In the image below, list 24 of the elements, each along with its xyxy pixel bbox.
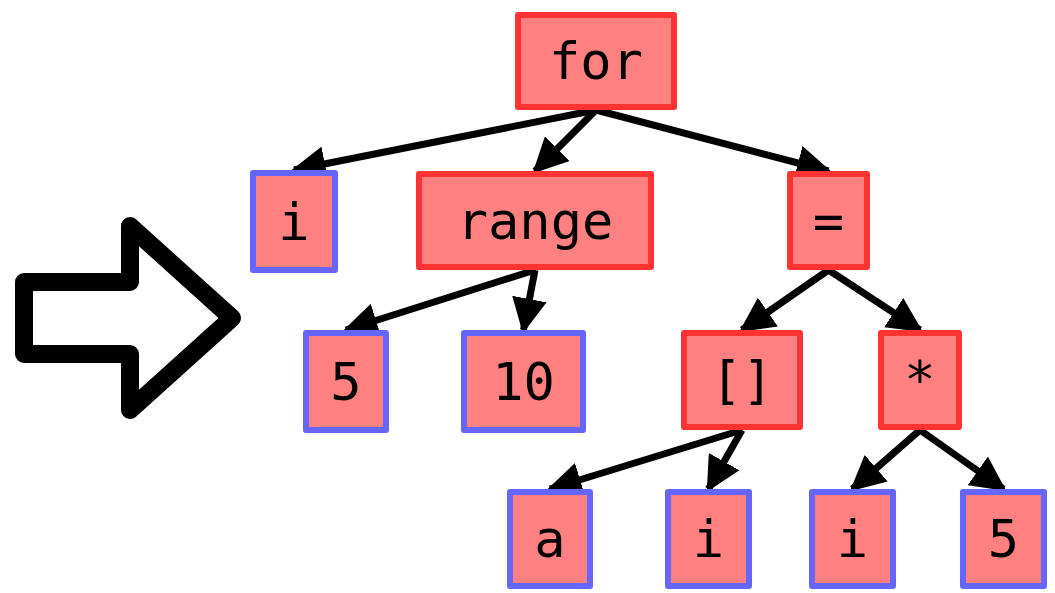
node-label: i [692, 509, 725, 569]
node-label: 5 [987, 509, 1020, 569]
node-label: i [836, 509, 869, 569]
operator-node [416, 171, 654, 270]
leaf-node [507, 489, 593, 589]
node-label: i [278, 191, 310, 252]
node-label: range [456, 190, 614, 251]
node-label: [] [710, 350, 774, 410]
leaf-node [960, 489, 1047, 589]
operator-node [681, 330, 803, 430]
node-label: 10 [492, 351, 555, 412]
operator-node [787, 171, 870, 270]
node-label: = [812, 190, 845, 251]
node-label: a [534, 509, 566, 569]
operator-node [515, 12, 677, 110]
node-label: 5 [330, 351, 362, 412]
leaf-node [303, 330, 389, 433]
node-label: * [904, 350, 936, 410]
leaf-node [461, 330, 586, 433]
leaf-node [809, 489, 896, 589]
operator-node [878, 330, 962, 430]
node-label: for [549, 31, 643, 91]
leaf-node [665, 489, 752, 589]
leaf-node [250, 170, 338, 273]
